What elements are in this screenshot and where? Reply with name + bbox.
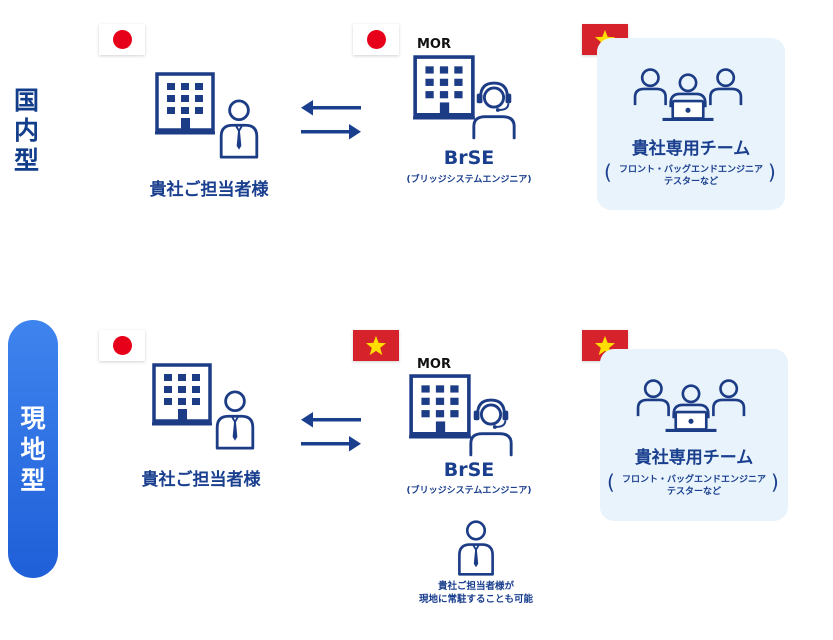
headset-person-icon xyxy=(470,80,518,140)
bidirectional-arrows-icon xyxy=(301,97,361,143)
vietnam-flag-icon xyxy=(353,330,399,361)
brse-label: BrSE xyxy=(443,147,495,169)
client-person-icon xyxy=(218,99,260,159)
onsite-note: 貴社ご担当者様が 現地に常駐することも可能 xyxy=(396,580,556,606)
onsite-type-label: 現地型 xyxy=(8,320,58,578)
office-building-icon xyxy=(409,374,471,440)
onsite-note-line2: 現地に常駐することも可能 xyxy=(418,594,533,605)
team-roles-line2: テスターなど xyxy=(666,487,721,497)
brse-subtitle: (ブリッジシステムエンジニア) xyxy=(406,486,532,496)
office-building-icon xyxy=(152,363,212,427)
office-building-icon xyxy=(155,72,215,136)
open-paren: ( xyxy=(604,160,612,184)
brse-subtitle: (ブリッジシステムエンジニア) xyxy=(406,175,532,185)
onsite-client-person-icon xyxy=(456,520,496,576)
bidirectional-arrows-icon xyxy=(301,409,361,455)
close-paren: ) xyxy=(768,160,776,184)
team-title: 貴社専用チーム xyxy=(631,139,751,159)
mor-label: MOR xyxy=(417,37,451,52)
domestic-type-label: 国内型 xyxy=(14,86,40,175)
client-person-icon xyxy=(214,390,256,450)
team-title: 貴社専用チーム xyxy=(634,448,754,468)
team-icon xyxy=(635,377,747,435)
japan-flag-icon xyxy=(353,24,399,55)
japan-flag-icon xyxy=(99,24,145,55)
team-roles: フロント・バッグエンドエンジニア テスターなど xyxy=(611,164,771,188)
client-label: 貴社ご担当者様 xyxy=(141,470,261,490)
team-icon xyxy=(632,66,744,124)
team-roles-line1: フロント・バッグエンドエンジニア xyxy=(618,165,763,175)
client-label: 貴社ご担当者様 xyxy=(149,180,269,200)
dedicated-team-box: 貴社専用チーム ( フロント・バッグエンドエンジニア テスターなど ) xyxy=(600,349,788,521)
japan-flag-icon xyxy=(99,330,145,361)
team-roles-line2: テスターなど xyxy=(663,177,718,187)
office-building-icon xyxy=(413,55,475,121)
dedicated-team-box: 貴社専用チーム ( フロント・バッグエンドエンジニア テスターなど ) xyxy=(597,38,785,210)
team-roles-line1: フロント・バッグエンドエンジニア xyxy=(621,475,766,485)
onsite-note-line1: 貴社ご担当者様が xyxy=(437,581,514,592)
brse-label: BrSE xyxy=(443,459,495,481)
mor-label: MOR xyxy=(417,357,451,372)
close-paren: ) xyxy=(771,470,779,494)
open-paren: ( xyxy=(607,470,615,494)
team-roles: フロント・バッグエンドエンジニア テスターなど xyxy=(614,474,774,498)
headset-person-icon xyxy=(467,397,515,457)
